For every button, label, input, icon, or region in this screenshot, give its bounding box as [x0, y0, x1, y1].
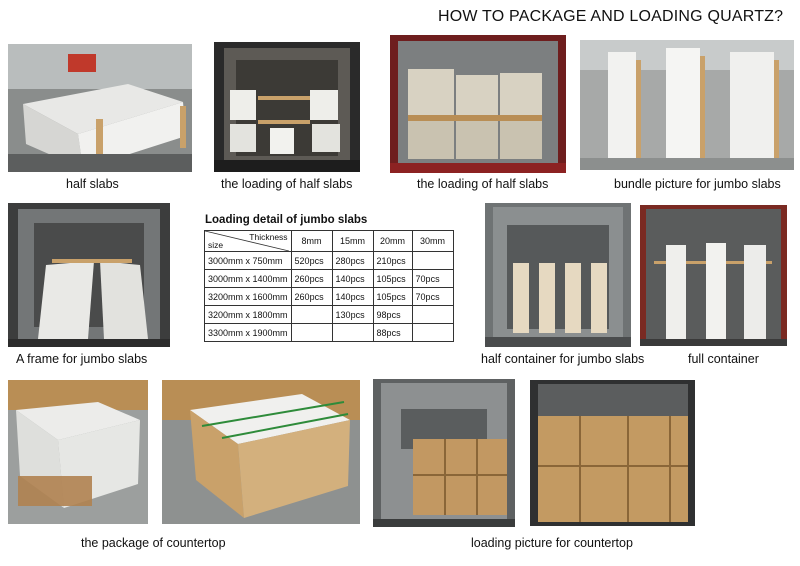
table-cell: 260pcs [290, 269, 333, 288]
table-row: 3200mm x 1600mm 260pcs 140pcs 105pcs 70p… [204, 287, 454, 306]
caption-full-container: full container [688, 352, 759, 366]
table-cell: 98pcs [372, 305, 413, 324]
caption-half-slabs: half slabs [66, 177, 119, 191]
table-cell: 140pcs [331, 269, 374, 288]
photo-countertop-loading-1 [373, 379, 515, 527]
table-cell: 210pcs [372, 251, 413, 270]
photo-countertop-package-2 [162, 380, 360, 524]
table-cell: 520pcs [290, 251, 333, 270]
table-cell: 105pcs [372, 269, 413, 288]
page-title: HOW TO PACKAGE AND LOADING QUARTZ? [438, 8, 784, 25]
column-header: 20mm [372, 230, 413, 252]
table-cell: 260pcs [290, 287, 333, 306]
table-row: 3000mm x 750mm 520pcs 280pcs 210pcs [204, 251, 454, 270]
caption-half-container: half container for jumbo slabs [481, 352, 645, 366]
corner-thickness-label: Thickness [249, 232, 288, 242]
column-header: 30mm [411, 230, 454, 252]
column-header: 8mm [290, 230, 333, 252]
column-header: 15mm [331, 230, 374, 252]
table-header-row: Thickness size 8mm 15mm 20mm 30mm [204, 230, 454, 252]
caption-a-frame: A frame for jumbo slabs [16, 352, 148, 366]
table-cell: 88pcs [372, 323, 413, 342]
corner-size-label: size [208, 240, 224, 250]
table-cell [411, 305, 454, 324]
row-size: 3200mm x 1600mm [204, 287, 292, 306]
caption-countertop-loading: loading picture for countertop [471, 536, 633, 550]
caption-loading-half-slabs-2: the loading of half slabs [417, 177, 549, 191]
table-title: Loading detail of jumbo slabs [205, 214, 368, 226]
table-cell [411, 251, 454, 270]
photo-full-container [640, 205, 787, 346]
photo-half-slabs [8, 44, 192, 172]
caption-countertop-package: the package of countertop [81, 536, 226, 550]
table-row: 3200mm x 1800mm 130pcs 98pcs [204, 305, 454, 324]
photo-countertop-loading-2 [530, 380, 695, 526]
table-cell: 140pcs [331, 287, 374, 306]
caption-loading-half-slabs-1: the loading of half slabs [221, 177, 353, 191]
row-size: 3000mm x 1400mm [204, 269, 292, 288]
photo-bundle-jumbo [580, 40, 794, 170]
photo-countertop-package-1 [8, 380, 148, 524]
table-cell: 70pcs [411, 287, 454, 306]
table-cell [331, 323, 374, 342]
table-cell [290, 323, 333, 342]
table-row: 3000mm x 1400mm 260pcs 140pcs 105pcs 70p… [204, 269, 454, 288]
table-cell [290, 305, 333, 324]
row-size: 3000mm x 750mm [204, 251, 292, 270]
table-cell: 280pcs [331, 251, 374, 270]
table-cell: 105pcs [372, 287, 413, 306]
caption-bundle-jumbo: bundle picture for jumbo slabs [614, 177, 781, 191]
table-cell [411, 323, 454, 342]
row-size: 3200mm x 1800mm [204, 305, 292, 324]
row-size: 3300mm x 1900mm [204, 323, 292, 342]
table-row: 3300mm x 1900mm 88pcs [204, 323, 454, 342]
photo-half-container [485, 203, 631, 347]
photo-loading-half-slabs-2 [390, 35, 566, 173]
loading-detail-table: Thickness size 8mm 15mm 20mm 30mm 3000mm… [204, 230, 454, 342]
table-cell: 70pcs [411, 269, 454, 288]
table-cell: 130pcs [331, 305, 374, 324]
photo-loading-half-slabs-1 [214, 42, 360, 172]
photo-a-frame [8, 203, 170, 347]
table-corner-cell: Thickness size [204, 230, 292, 252]
